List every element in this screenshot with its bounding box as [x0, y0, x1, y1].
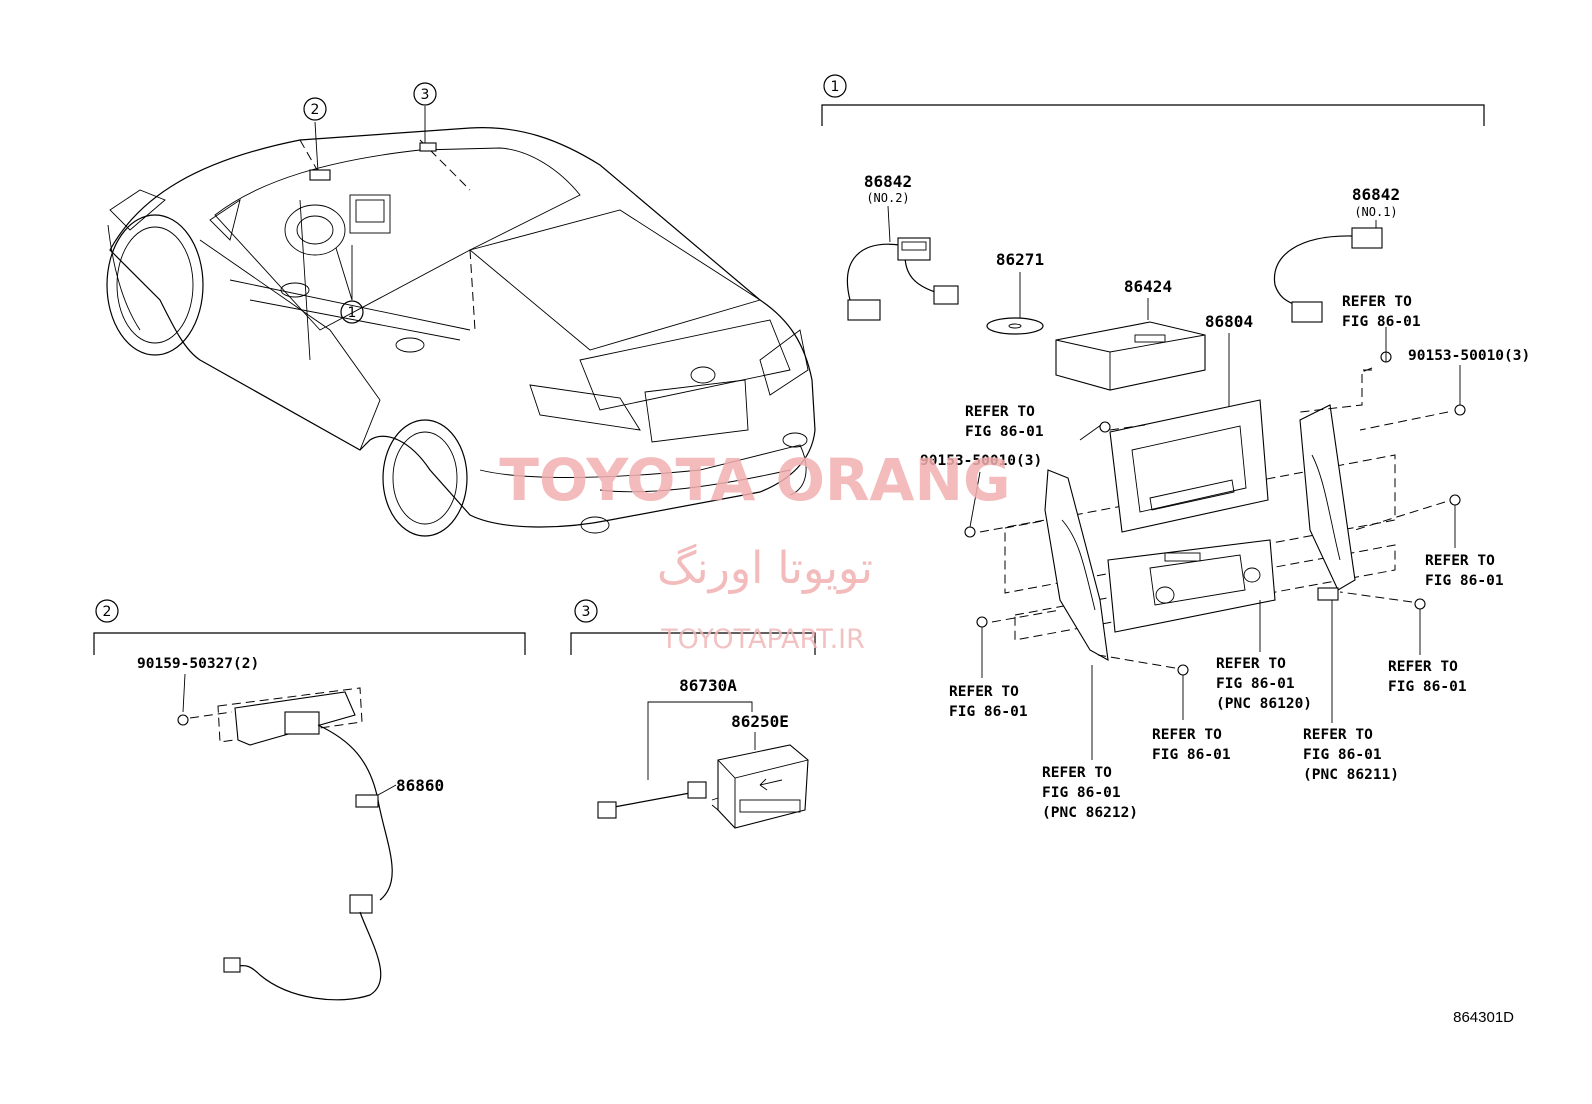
ref-7-line3: (PNC 86120): [1216, 696, 1312, 712]
part-90159: 90159-50327(2): [137, 656, 259, 672]
screw-g: [1097, 654, 1189, 676]
watermark-latin: TOYOTA ORANG: [499, 446, 1010, 514]
part-86250e-number: 86250E: [731, 712, 789, 731]
ref-2-line2: FIG 86-01: [965, 424, 1044, 440]
car-callout-1-label: 1: [348, 305, 357, 321]
part-86424-number: 86424: [1124, 277, 1172, 296]
part-86804-number: 86804: [1205, 312, 1253, 331]
part-86860-number: 86860: [396, 776, 444, 795]
part-86271-number: 86271: [996, 250, 1044, 269]
car-callout-1: 1: [340, 300, 364, 324]
part-86842-no2-number: 86842: [864, 172, 912, 191]
ref-3-line1: REFER TO: [1425, 553, 1495, 569]
car-callout-3: 3: [413, 82, 437, 106]
module-86250e: 86730A 86250E: [597, 676, 809, 829]
harness-86842-no2: 86842 (NO.2): [846, 172, 959, 321]
part-86842-no1-sub: (NO.1): [1354, 205, 1397, 219]
watermark: TOYOTA ORANG تویوتا اورنگ TOYOTAPART.IR: [499, 446, 1010, 655]
ref-5-line2: FIG 86-01: [949, 704, 1028, 720]
display-assembly-86804: 86804: [1004, 312, 1396, 760]
part-90153-a: 90153-50010(3): [1408, 348, 1530, 364]
screw-c: [1099, 421, 1146, 433]
unit-86424: 86424: [1055, 277, 1206, 391]
ref-1-line1: REFER TO: [1342, 294, 1412, 310]
screw-a: [1361, 351, 1392, 373]
group-1-label: 1: [831, 79, 840, 95]
ref-5-line1: REFER TO: [949, 684, 1019, 700]
part-90153-b: 90153-50010(3): [920, 453, 1042, 469]
car-callout-2-label: 2: [311, 102, 320, 118]
part-86842-no2-sub: (NO.2): [866, 191, 909, 205]
ref-4-line2: FIG 86-01: [1388, 679, 1467, 695]
group-3-label: 3: [582, 604, 591, 620]
group-1-bracket: 1: [821, 74, 1485, 126]
module-86860: 90159-50327(2): [137, 656, 397, 1001]
screw-f: [976, 609, 1061, 628]
screw-b: [1359, 404, 1466, 431]
ref-9-line1: REFER TO: [1042, 765, 1112, 781]
ref-3-line2: FIG 86-01: [1425, 573, 1504, 589]
ref-7-line2: FIG 86-01: [1216, 676, 1295, 692]
part-86730a-number: 86730A: [679, 676, 737, 695]
part-86842-no1-number: 86842: [1352, 185, 1400, 204]
ref-4-line1: REFER TO: [1388, 659, 1458, 675]
group-2-bracket: 2: [93, 599, 526, 655]
watermark-persian: تویوتا اورنگ: [657, 543, 873, 594]
screw-e: [1354, 494, 1461, 531]
ref-8-line3: (PNC 86211): [1303, 767, 1399, 783]
ref-9-line2: FIG 86-01: [1042, 785, 1121, 801]
ref-2-line1: REFER TO: [965, 404, 1035, 420]
ref-9-line3: (PNC 86212): [1042, 805, 1138, 821]
ref-6-line2: FIG 86-01: [1152, 747, 1231, 763]
ref-8-line2: FIG 86-01: [1303, 747, 1382, 763]
disc-86271: 86271: [986, 250, 1044, 335]
car-callout-3-label: 3: [421, 87, 430, 103]
group-2-label: 2: [103, 604, 112, 620]
ref-7-line1: REFER TO: [1216, 656, 1286, 672]
ref-1-line2: FIG 86-01: [1342, 314, 1421, 330]
car-illustration: [106, 106, 816, 537]
watermark-website: TOYOTAPART.IR: [660, 624, 865, 655]
ref-6-line1: REFER TO: [1152, 727, 1222, 743]
figure-code: 864301D: [1453, 1009, 1514, 1026]
ref-8-line1: REFER TO: [1303, 727, 1373, 743]
car-callout-2: 2: [303, 97, 327, 121]
screw-h: [1339, 591, 1426, 610]
group-3-bracket: 3: [570, 599, 816, 655]
harness-86842-no1: 86842 (NO.1): [1273, 185, 1400, 323]
screws-group-1: [964, 327, 1466, 720]
